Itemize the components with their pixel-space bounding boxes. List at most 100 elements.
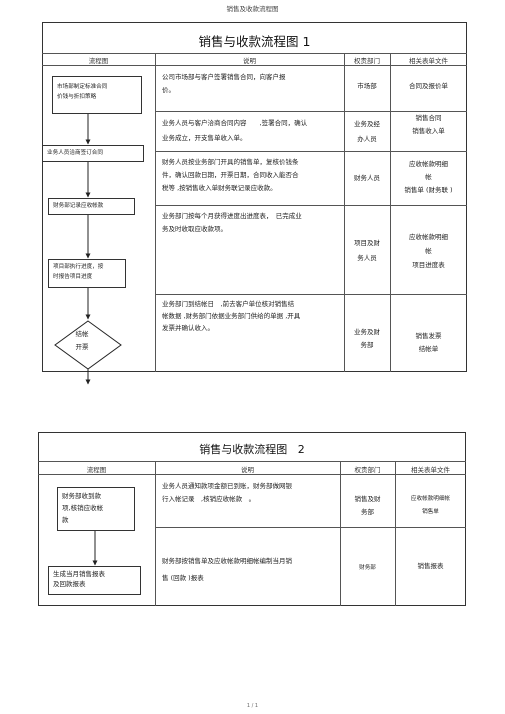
dept-line: 财务部 (359, 565, 376, 571)
row2-forms: 销售合同 销售收入单 (390, 112, 467, 138)
row1-dept: 市场部 (344, 80, 390, 93)
table-2-title: 销售与收款流程图 2 (38, 441, 466, 457)
flowchart-table-1 (42, 22, 467, 372)
col-header-dept: 权责部门 (354, 57, 380, 65)
row1-forms: 合同及报价单 (390, 80, 467, 93)
flowchart-table-2 (38, 432, 466, 606)
flow-box-text: 生成当月销售报表 (53, 570, 105, 578)
form-line: 应收帐款明细帐 (410, 496, 451, 502)
flow-box-standard-contract: 市场部制定标准合同 价钱与折扣策略 (52, 76, 142, 114)
dept-line: 务人员 (357, 254, 377, 262)
flow-box-payment-received: 财务部收到款 项,核销应收帐 款 (57, 487, 135, 531)
dept-line: 财务人员 (354, 174, 380, 182)
col-header-flow: 流程图 (88, 57, 109, 65)
page-number: 1 / 1 (246, 703, 259, 709)
desc-line: 业务部门到结帐日 ,前去客户单位核对销售结 (162, 300, 295, 308)
dept-line: 业务及财 (354, 328, 380, 336)
dept-line: 务部 (361, 508, 374, 516)
row3-desc: 财务人员按业务部门开具的销售单，复核价钱条 件，确认回款日期，开票日期，合同收入… (162, 156, 342, 195)
t2-row2-dept: 财务部 (340, 562, 395, 575)
row5-forms: 销售发票 结帐单 (390, 330, 467, 356)
row1-desc: 公司市场部与客户签署销售合同，向客户报 价。 (162, 71, 342, 97)
form-line: 销售报表 (417, 562, 444, 570)
row3-dept: 财务人员 (344, 172, 390, 185)
flow-box-sign-contract: 业务人员洽商签订合同 (42, 145, 144, 162)
desc-line: 件，确认回款日期，开票日期，合同收入能否合 (162, 171, 299, 179)
form-line: 应收帐款明细 (409, 160, 448, 168)
col-header-dept: 权责部门 (354, 466, 381, 474)
form-line: 销售收入单 (412, 127, 445, 135)
col-header-desc: 说明 (241, 466, 254, 474)
form-line: 销售单 (422, 509, 439, 515)
form-line: 帐 (425, 173, 432, 181)
desc-line: 帐数据 ,财务部门依据业务部门供给的单据 ,开具 (162, 312, 301, 320)
form-line: 应收帐款明细 (409, 233, 448, 241)
form-line: 帐 (425, 247, 432, 255)
desc-line: 发票并确认收入。 (162, 324, 214, 332)
desc-line: 财务人员按业务部门开具的销售单，复核价钱条 (162, 158, 299, 166)
decision-text: 开票 (75, 343, 89, 351)
row3-forms: 应收帐款明细 帐 销售单 (财务联 ) (390, 158, 467, 197)
form-line: 结帐单 (418, 345, 439, 353)
col-header-forms: 相关表单文件 (409, 57, 448, 65)
flow-box-text: 时报告项目进度 (53, 274, 93, 280)
flow-box-record-receivable: 财务部记录应收帐款 (48, 198, 135, 215)
t2-row1-desc: 业务人员通知款项金额已到账，财务部做网银 行入帐记录 ,核销应收帐款 。 (162, 480, 338, 506)
t2-row2-forms: 销售报表 (395, 560, 466, 573)
dept-line: 务部 (360, 341, 374, 349)
t2-row2-desc: 财务部按销售单及应收帐款明细帐编制当月销 售 (回款 )报表 (162, 553, 338, 587)
dept-line: 项目及财 (354, 239, 380, 247)
flow-box-text: 款 (62, 516, 69, 524)
document-header: 销售及收款流程图 (226, 5, 279, 13)
flow-box-text: 财务部收到款 (62, 492, 101, 500)
t2-row1-forms: 应收帐款明细帐 销售单 (395, 493, 466, 519)
desc-line: 税等 ,按销售收入单财务联记录应收款。 (162, 184, 277, 192)
row2-desc: 业务人员与客户洽商合同内容 ,签署合同，确认 业务成立，开支售单收入单。 (162, 116, 342, 146)
dept-line: 业务及经 (354, 120, 380, 128)
form-line: 合同及报价单 (409, 82, 448, 90)
form-line: 销售发票 (415, 332, 442, 340)
row4-dept: 项目及财 务人员 (344, 236, 390, 266)
col-header-desc: 说明 (243, 57, 256, 65)
dept-line: 市场部 (357, 82, 377, 90)
decision-settle-invoice: 结帐 开票 (62, 328, 102, 354)
desc-line: 公司市场部与客户签署销售合同，向客户报 (162, 73, 286, 81)
flow-box-monthly-report: 生成当月销售报表 及回款报表 (48, 566, 141, 595)
flow-box-text: 项目部执行进度，按 (53, 264, 104, 270)
dept-line: 办人员 (357, 135, 377, 143)
row5-desc: 业务部门到结帐日 ,前去客户单位核对销售结 帐数据 ,财务部门依据业务部门供给的… (162, 298, 342, 334)
form-line: 销售单 (财务联 ) (404, 186, 453, 194)
table-2-title-text: 销售与收款流程图 (199, 443, 288, 456)
row4-desc: 业务部门按每个月获得进度出进度表， 已完成业 务及时收取应收款项。 (162, 210, 342, 236)
desc-line: 售 (回款 )报表 (162, 574, 204, 582)
dept-line: 销售及财 (354, 495, 381, 503)
row2-dept: 业务及经 办人员 (344, 117, 390, 147)
flow-box-text: 项,核销应收帐 (62, 504, 104, 512)
flow-box-project-progress: 项目部执行进度，按 时报告项目进度 (48, 259, 126, 288)
flow-box-text: 市场部制定标准合同 (57, 84, 108, 90)
flow-box-text: 财务部记录应收帐款 (53, 203, 104, 209)
form-line: 销售合同 (415, 114, 442, 122)
flow-box-text: 业务人员洽商签订合同 (47, 150, 103, 156)
desc-line: 业务人员与客户洽商合同内容 ,签署合同，确认 (162, 119, 308, 127)
col-header-forms: 相关表单文件 (411, 466, 450, 474)
desc-line: 业务成立，开支售单收入单。 (162, 134, 247, 142)
desc-line: 行入帐记录 ,核销应收帐款 。 (162, 495, 256, 503)
t2-row1-dept: 销售及财 务部 (340, 493, 395, 519)
table-1-title: 销售与收款流程图 1 (198, 34, 311, 49)
decision-text: 结帐 (75, 330, 89, 338)
col-header-flow: 流程图 (86, 466, 107, 474)
desc-line: 业务部门按每个月获得进度出进度表， 已完成业 (162, 212, 302, 220)
desc-line: 价。 (162, 86, 175, 94)
flow-box-text: 价钱与折扣策略 (57, 94, 97, 100)
row4-forms: 应收帐款明细 帐 项目进度表 (390, 230, 467, 272)
desc-line: 财务部按销售单及应收帐款明细帐编制当月销 (162, 557, 292, 565)
flow-box-text: 及回款报表 (53, 580, 86, 588)
decision-diamond (54, 320, 122, 370)
form-line: 项目进度表 (412, 261, 445, 269)
row5-dept: 业务及财 务部 (344, 326, 390, 352)
desc-line: 业务人员通知款项金额已到账，财务部做网银 (162, 482, 292, 490)
table-2-title-number: 2 (297, 443, 305, 456)
desc-line: 务及时收取应收款项。 (162, 225, 227, 233)
